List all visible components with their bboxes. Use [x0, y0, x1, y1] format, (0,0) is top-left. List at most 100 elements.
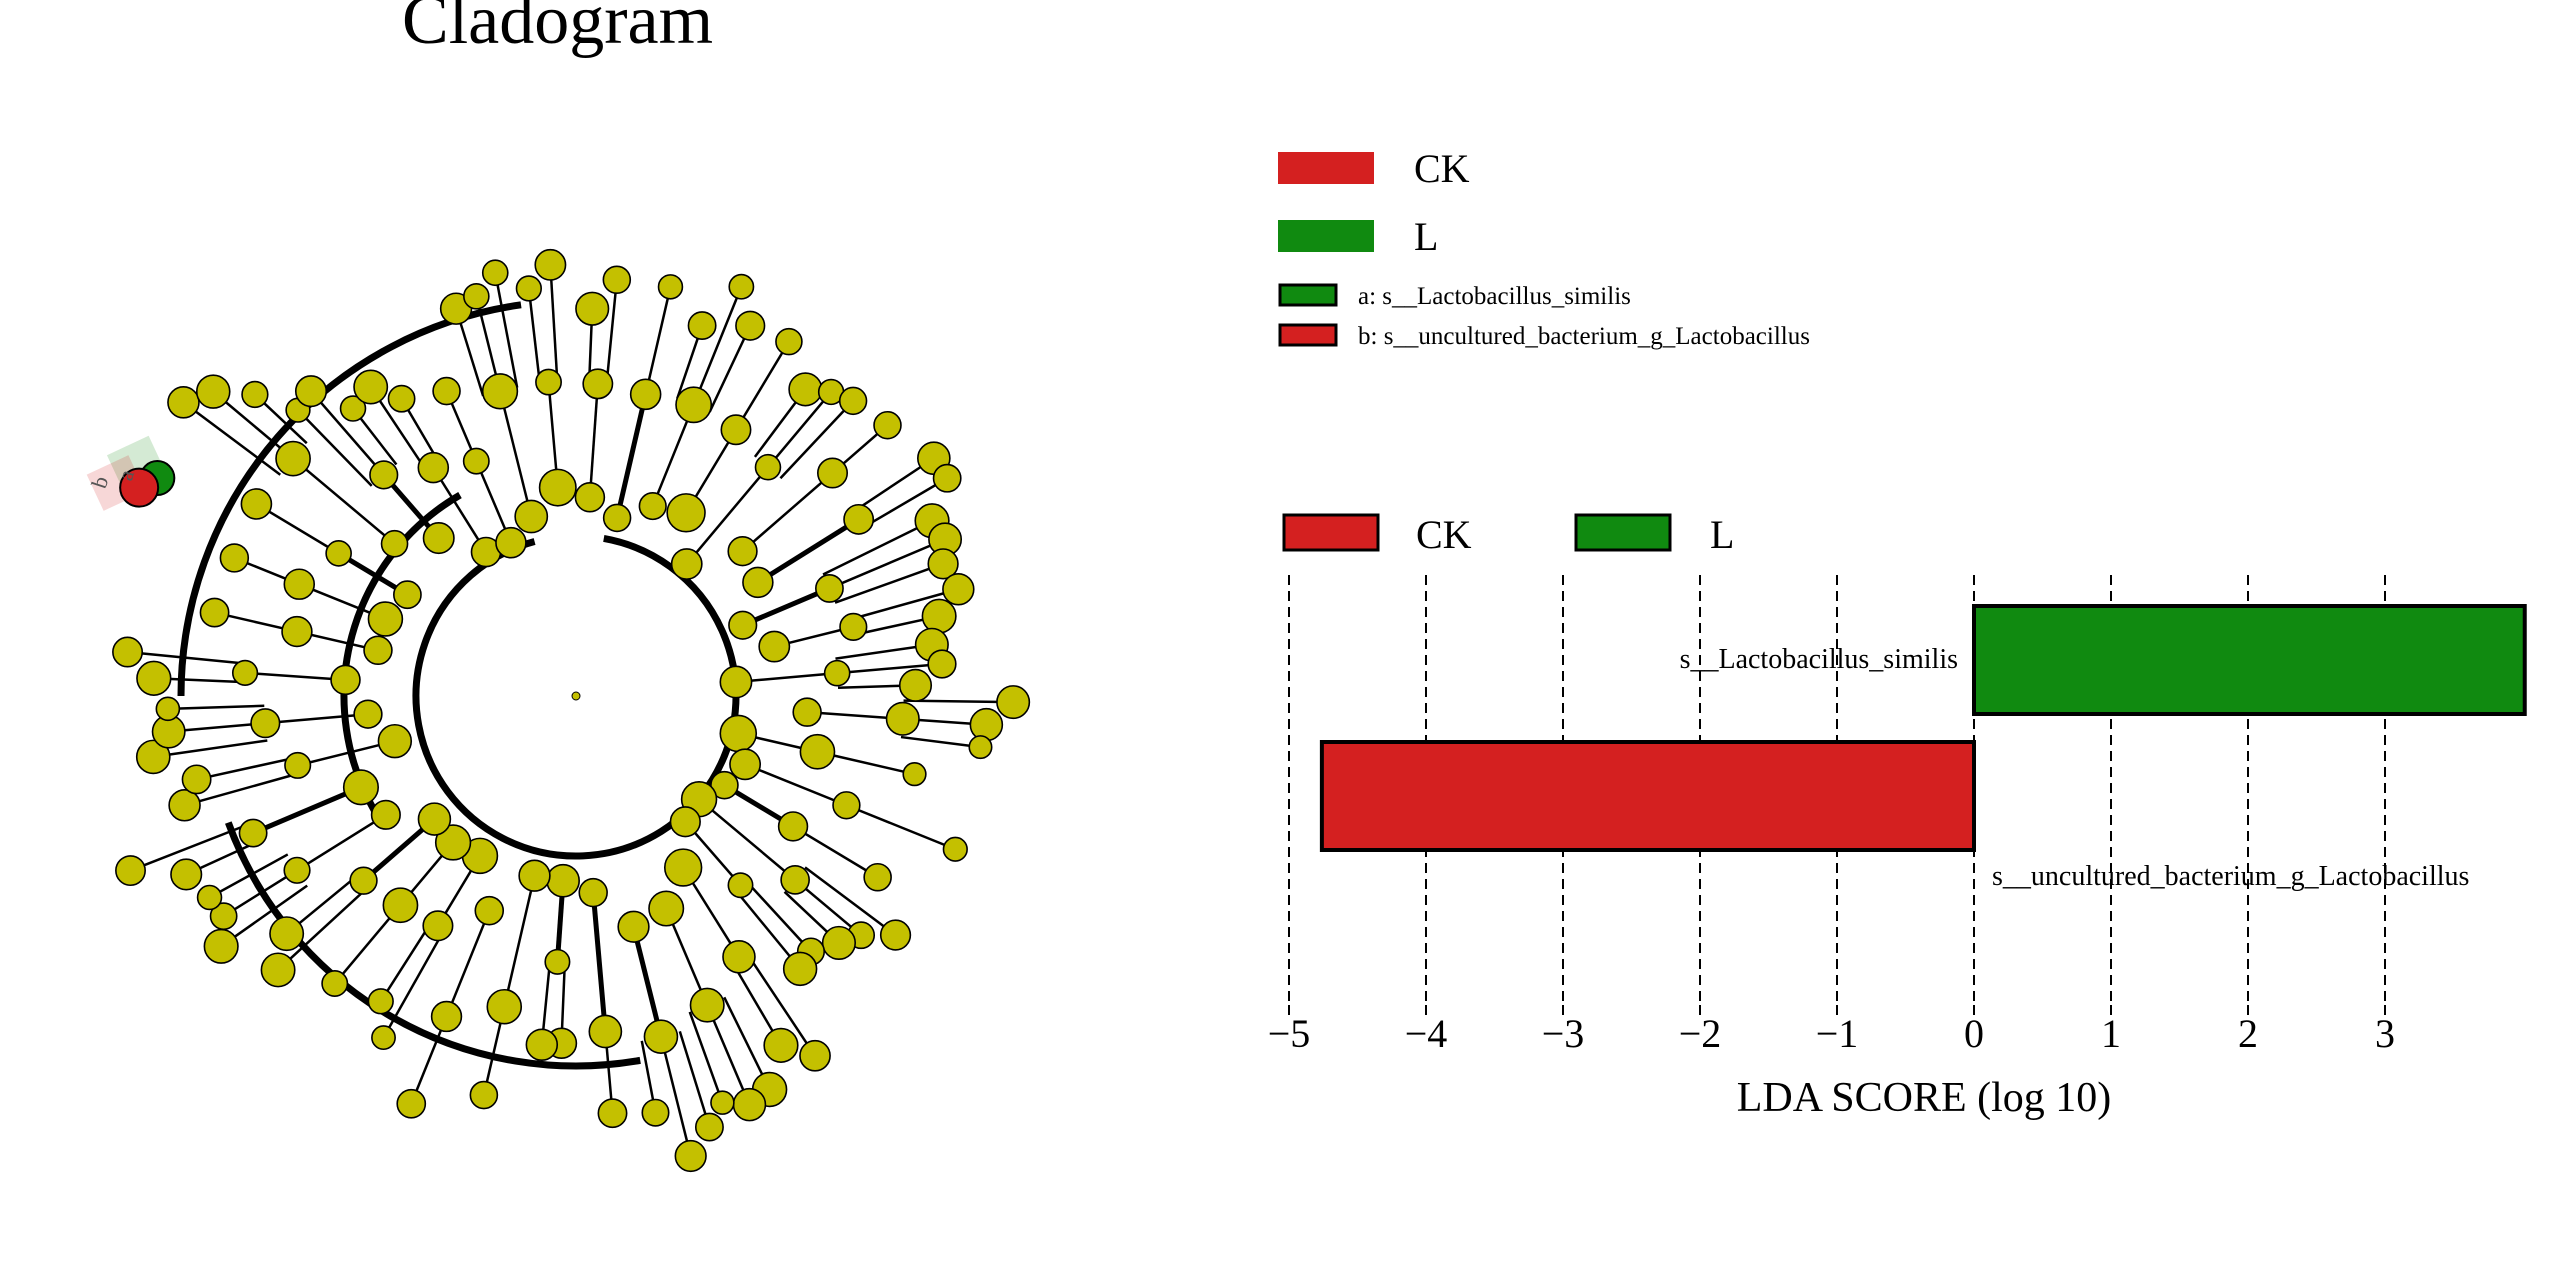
clade-node	[732, 1087, 767, 1122]
clade-node	[342, 769, 379, 806]
clade-node	[525, 1028, 559, 1062]
clade-branch	[708, 325, 752, 413]
clade-branch	[822, 519, 933, 576]
lda-legend-swatch-l	[1574, 513, 1672, 552]
clade-node	[729, 748, 762, 781]
cladogram-biomarker-marks: ab	[86, 435, 176, 511]
clade-node	[754, 453, 782, 481]
clade-branch	[688, 1011, 724, 1104]
legend-label-ck: CK	[1414, 146, 1470, 191]
clade-node	[430, 1000, 463, 1033]
clade-node	[417, 451, 450, 484]
lda-tick-label: −2	[1679, 1011, 1722, 1056]
clade-node	[832, 791, 861, 820]
clade-branch	[244, 671, 346, 682]
clade-branch	[734, 340, 790, 431]
clade-node	[727, 536, 758, 567]
clade-branch	[498, 391, 533, 517]
clade-node	[269, 916, 305, 952]
cladogram: ab	[86, 248, 1031, 1173]
clade-branch	[834, 562, 944, 604]
biomarker-swatch-a	[1278, 283, 1338, 307]
legend-label-l: L	[1414, 214, 1438, 259]
clade-node	[602, 265, 632, 295]
lda-legend: CK L	[1282, 512, 1734, 557]
clade-branch	[837, 662, 943, 675]
clade-node	[823, 659, 851, 687]
clade-node	[283, 856, 311, 884]
biomarker-node-b	[119, 467, 160, 508]
lda-bar	[1972, 604, 2527, 716]
clade-branch	[184, 771, 301, 807]
clade-node	[670, 548, 703, 580]
clade-node	[821, 925, 857, 960]
lda-tick-label: 1	[2101, 1011, 2121, 1056]
clade-node	[196, 884, 223, 911]
clade-branch	[767, 391, 833, 469]
clade-node	[112, 636, 144, 668]
clade-node	[602, 503, 632, 533]
clade-node	[281, 615, 313, 648]
clade-branch	[127, 650, 246, 665]
lda-tick-label: 0	[1964, 1011, 1984, 1056]
clade-node	[422, 522, 455, 555]
clade-node	[115, 855, 146, 887]
clade-node	[260, 952, 296, 988]
clade-node	[932, 463, 962, 493]
clade-node	[393, 580, 422, 610]
clade-arc	[412, 534, 740, 860]
clade-node	[921, 598, 957, 634]
clade-node	[942, 836, 968, 862]
clade-node	[514, 499, 549, 534]
clade-node	[799, 1039, 831, 1072]
clade-node	[902, 762, 927, 787]
clade-node	[582, 368, 614, 400]
clade-node	[170, 858, 203, 891]
clade-branch	[792, 825, 879, 879]
clade-node	[481, 259, 509, 287]
clade-node	[417, 802, 452, 836]
clade-node	[663, 848, 703, 887]
clade-node	[728, 610, 758, 640]
clade-node	[167, 386, 200, 419]
clade-node	[250, 708, 281, 739]
clade-branch	[445, 910, 491, 1017]
clade-branch	[706, 1004, 751, 1106]
clade-arc	[177, 301, 522, 697]
clade-node	[838, 386, 868, 416]
clade-branch	[292, 457, 396, 545]
clade-branch	[850, 588, 959, 621]
clade-arc	[225, 821, 641, 1070]
clade-node	[722, 940, 756, 974]
clade-node	[588, 1014, 623, 1049]
clade-node	[648, 890, 685, 927]
clade-arc	[340, 492, 462, 814]
clade-node	[330, 664, 361, 696]
clade-node	[380, 529, 409, 558]
clade-node	[353, 369, 389, 405]
clade-branch	[590, 892, 608, 1032]
clade-node	[666, 493, 706, 533]
lda-bars	[1319, 604, 2527, 852]
clade-node	[283, 568, 316, 600]
clade-node	[942, 573, 975, 606]
legend-swatch-ck	[1278, 152, 1374, 184]
clade-node	[815, 573, 844, 603]
clade-node	[181, 764, 212, 795]
clade-node	[238, 818, 268, 848]
lda-legend-label-l: L	[1710, 512, 1734, 557]
cladogram-legend: CK L a: s__Lactobacillus_similis b: s__u…	[1278, 146, 1810, 350]
clade-node	[275, 440, 311, 477]
clade-node	[720, 414, 752, 446]
clade-node	[710, 1090, 735, 1115]
clade-node	[675, 386, 713, 424]
clade-node	[462, 447, 490, 475]
clade-node	[515, 275, 542, 302]
clade-node	[719, 665, 753, 699]
clade-node	[339, 395, 367, 422]
clade-node	[788, 372, 823, 407]
clade-node	[843, 503, 875, 535]
clade-node	[495, 526, 527, 559]
clade-branch	[862, 477, 948, 529]
clade-node	[168, 789, 201, 822]
